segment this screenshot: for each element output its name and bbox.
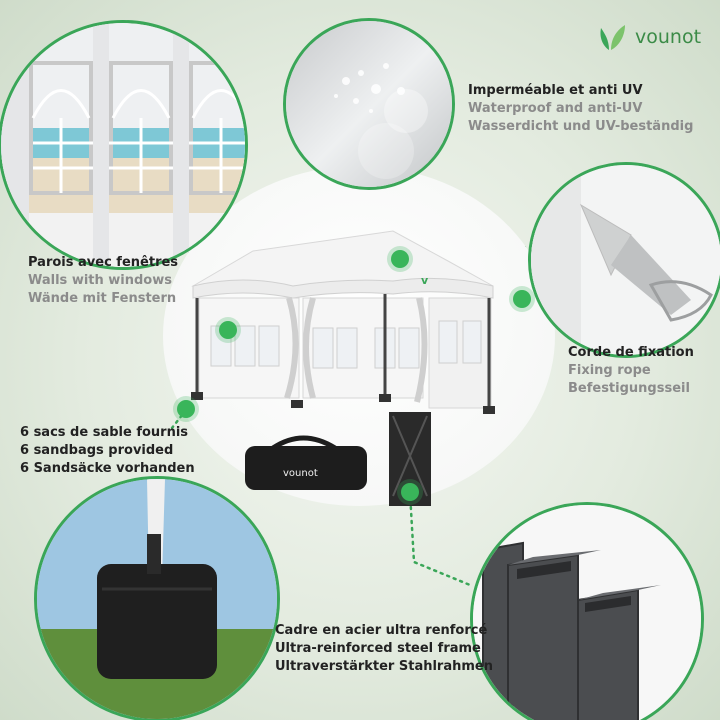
marker-frame (401, 483, 419, 501)
detail-sandbags-circle (34, 476, 280, 720)
caption-sandbags-en: 6 sandbags provided (20, 443, 174, 458)
caption-rope-fr: Corde de fixation (568, 345, 694, 360)
caption-rope: Corde de fixation Fixing rope Befestigun… (568, 344, 694, 398)
caption-sandbags-fr: 6 sacs de sable fournis (20, 425, 189, 440)
caption-waterproof-de: Wasserdicht und UV-beständig (468, 119, 694, 134)
marker-walls (219, 321, 237, 339)
caption-rope-en: Fixing rope (568, 363, 651, 378)
brand-name: vounot (635, 26, 702, 48)
caption-frame: Cadre en acier ultra renforcé Ultra-rein… (275, 622, 493, 676)
detail-frame-circle (470, 502, 704, 720)
detail-waterproof-circle (283, 18, 455, 190)
caption-frame-en: Ultra-reinforced steel frame (275, 641, 481, 656)
caption-walls-de: Wände mit Fenstern (28, 291, 177, 306)
caption-waterproof-fr: Imperméable et anti UV (468, 83, 643, 98)
caption-walls: Parois avec fenêtres Walls with windows … (28, 254, 178, 308)
caption-waterproof: Imperméable et anti UV Waterproof and an… (468, 82, 693, 136)
detail-walls-circle (0, 20, 248, 270)
marker-sandbags (177, 400, 195, 418)
bag-logo-text: vounot (283, 468, 318, 479)
caption-walls-en: Walls with windows (28, 273, 172, 288)
marker-waterproof (391, 250, 409, 268)
caption-sandbags: 6 sacs de sable fournis 6 sandbags provi… (20, 424, 195, 478)
tent-illustration: v vounot (191, 230, 495, 508)
caption-waterproof-en: Waterproof and anti-UV (468, 101, 643, 116)
caption-frame-fr: Cadre en acier ultra renforcé (275, 623, 488, 638)
canopy-logo-text: v (421, 274, 429, 287)
marker-rope (513, 290, 531, 308)
caption-frame-de: Ultraverstärkter Stahlrahmen (275, 659, 493, 674)
caption-walls-fr: Parois avec fenêtres (28, 255, 179, 270)
caption-rope-de: Befestigungsseil (568, 381, 690, 396)
detail-rope-circle (528, 162, 720, 358)
caption-sandbags-de: 6 Sandsäcke vorhanden (20, 461, 195, 476)
leaf-logo-icon (600, 25, 625, 50)
tent-product-area: v vounot (163, 166, 555, 508)
brand-logo: vounot (595, 22, 701, 52)
